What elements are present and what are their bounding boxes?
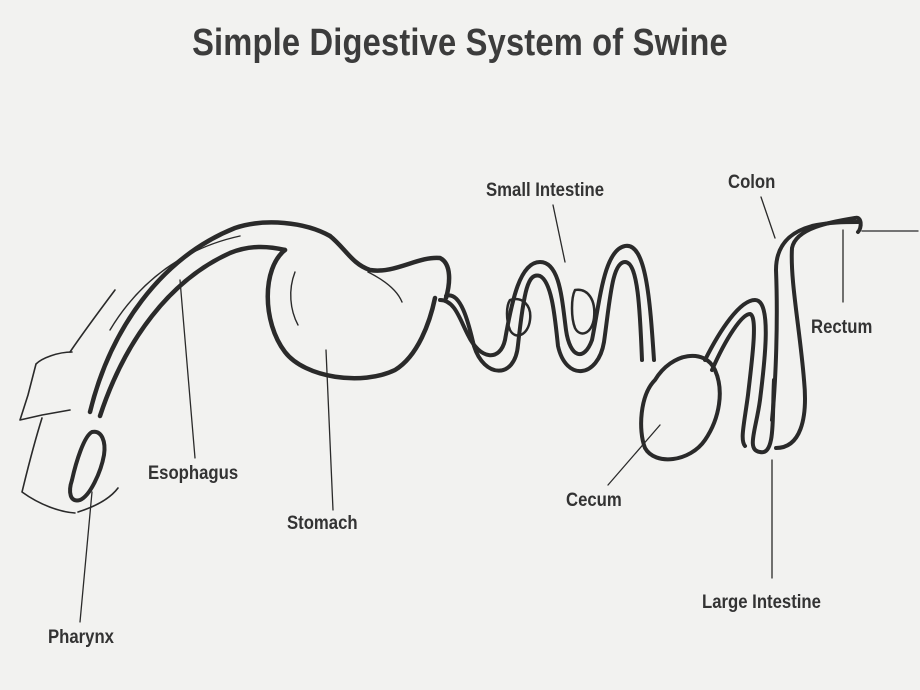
cecum [639, 353, 722, 462]
label-pharynx: Pharynx [48, 627, 114, 648]
large-intestine [703, 298, 776, 455]
diagram-title: Simple Digestive System of Swine [192, 22, 728, 64]
label-large-intestine: Large Intestine [702, 592, 821, 613]
label-cecum: Cecum [566, 490, 622, 511]
stomach [265, 233, 452, 381]
label-colon: Colon [728, 172, 776, 193]
colon-rectum [770, 215, 863, 450]
label-stomach: Stomach [287, 513, 358, 534]
label-rectum: Rectum [811, 317, 873, 338]
head-outline [19, 289, 119, 514]
pharynx [68, 429, 107, 503]
small-intestine [438, 243, 656, 374]
label-small-intestine: Small Intestine [486, 180, 605, 201]
leader-lines [79, 196, 919, 623]
label-esophagus: Esophagus [148, 463, 239, 484]
esophagus [87, 220, 333, 419]
